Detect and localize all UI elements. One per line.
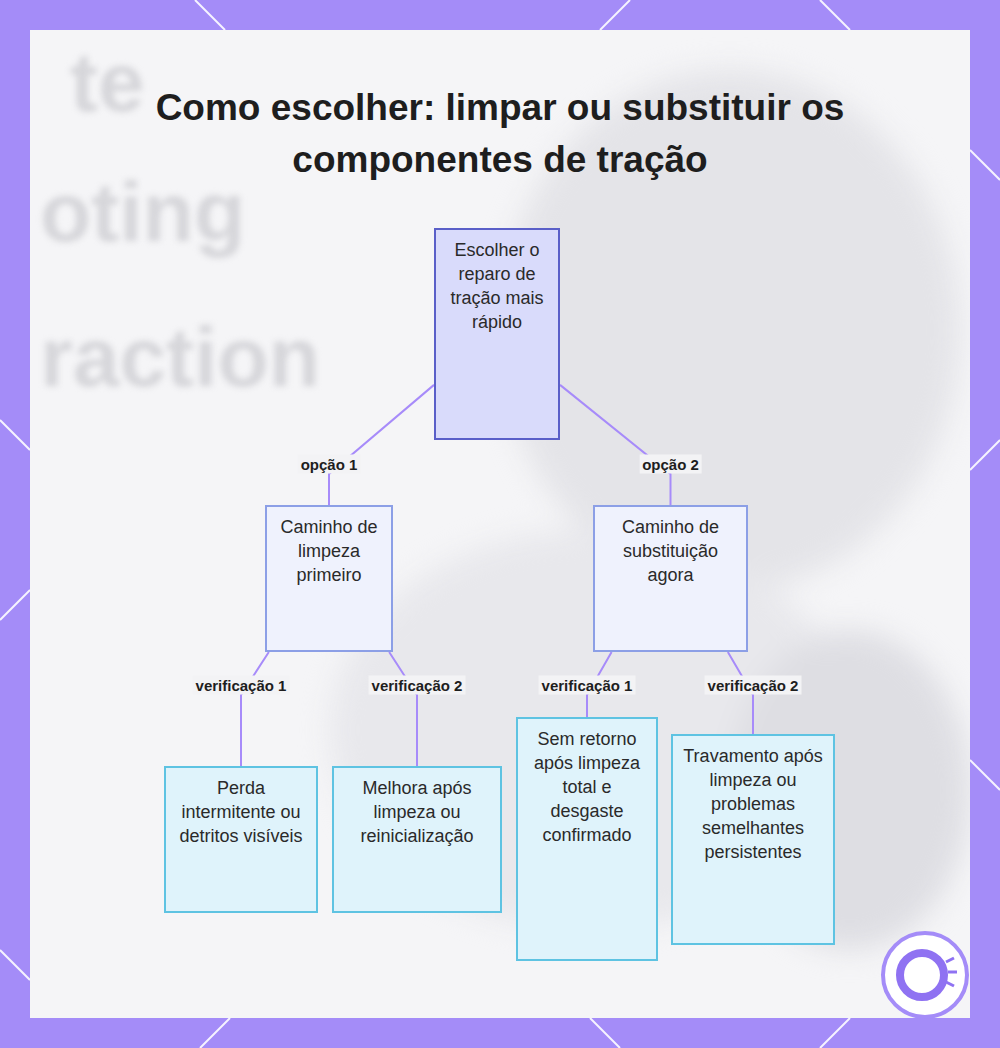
process-box: Caminho de limpeza primeiro	[265, 505, 393, 652]
process-box: Perda intermitente ou detritos visíveis	[164, 766, 318, 913]
edge-label: opção 2	[639, 455, 702, 474]
connector-line	[329, 385, 434, 505]
connector-line	[560, 385, 671, 505]
connector-line	[241, 652, 269, 766]
watermark-text: te	[70, 40, 145, 124]
connector-line	[389, 652, 417, 766]
process-box: Escolher o reparo de tração mais rápido	[434, 228, 560, 440]
box-text: Caminho de substituição agora	[603, 515, 738, 587]
process-box: Caminho de substituição agora	[593, 505, 748, 652]
box-text: Caminho de limpeza primeiro	[275, 515, 383, 587]
process-box: Travamento após limpeza ou problemas sem…	[671, 734, 835, 945]
edge-label: verificação 1	[539, 676, 636, 695]
process-box: Sem retorno após limpeza total e desgast…	[516, 717, 658, 961]
edge-label: verificação 1	[193, 676, 290, 695]
logo-badge	[883, 933, 967, 1017]
process-box: Melhora após limpeza ou reinicialização	[332, 766, 502, 913]
watermark-text: oting	[40, 170, 245, 254]
diagram-title: Como escolher: limpar ou substituir os c…	[140, 82, 860, 186]
watermark-text: raction	[40, 315, 320, 399]
box-text: Melhora após limpeza ou reinicialização	[342, 776, 492, 848]
edge-label: verificação 2	[369, 676, 466, 695]
edge-label: opção 1	[298, 455, 361, 474]
box-text: Perda intermitente ou detritos visíveis	[174, 776, 308, 848]
box-text: Sem retorno após limpeza total e desgast…	[526, 727, 648, 847]
box-text: Escolher o reparo de tração mais rápido	[444, 238, 550, 334]
edge-label: verificação 2	[705, 676, 802, 695]
box-text: Travamento após limpeza ou problemas sem…	[681, 744, 825, 864]
